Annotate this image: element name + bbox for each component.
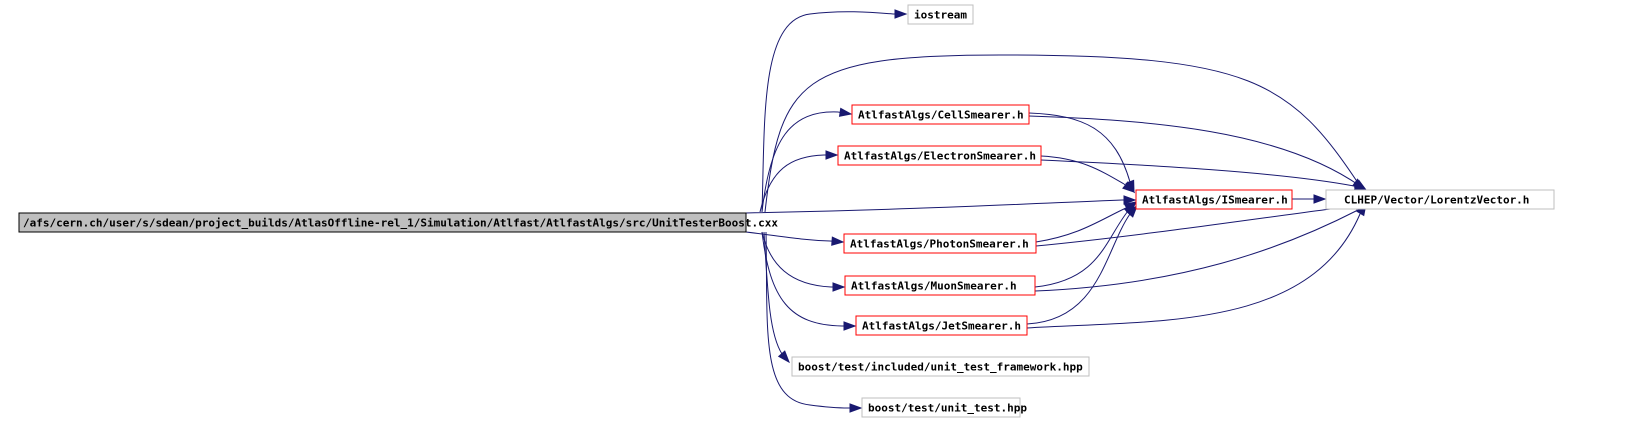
- node-unit-test-framework[interactable]: boost/test/included/unit_test_framework.…: [791, 356, 1090, 377]
- edge-line: [1034, 210, 1129, 288]
- edge-line: [764, 54, 1361, 213]
- edge-electronsmearer-to-lorentzvector: [1040, 159, 1368, 191]
- node-electronsmearer-box: [837, 145, 1042, 166]
- node-cellsmearer-box: [851, 104, 1030, 125]
- edge-line: [1026, 213, 1131, 325]
- arrowhead: [894, 9, 908, 19]
- node-root-file-box: [18, 212, 747, 233]
- node-unit-test-framework-box: [791, 356, 1090, 377]
- edge-line: [761, 231, 843, 327]
- edge-root-to-jetsmearer: [761, 231, 857, 331]
- edge-line: [1026, 213, 1361, 329]
- node-muonsmearer[interactable]: AtlfastAlgs/MuonSmearer.h: [844, 275, 1036, 296]
- nodes-layer: /afs/cern.ch/user/s/sdean/project_builds…: [18, 4, 1555, 418]
- edge-line: [761, 11, 894, 213]
- edges-layer: [745, 9, 1370, 413]
- edge-line-tail: [1353, 185, 1356, 187]
- edge-ismearer-to-lorentzvector: [1292, 194, 1327, 204]
- node-jetsmearer[interactable]: AtlfastAlgs/JetSmearer.h: [855, 315, 1028, 336]
- arrowhead: [831, 236, 845, 246]
- edge-line: [1028, 112, 1131, 183]
- node-iostream-label: iostream: [914, 9, 967, 22]
- arrowhead: [1125, 204, 1138, 218]
- node-unit-test-framework-label: boost/test/included/unit_test_framework.…: [798, 361, 1083, 374]
- node-muonsmearer-label: AtlfastAlgs/MuonSmearer.h: [851, 280, 1017, 293]
- edge-line: [1034, 209, 1359, 292]
- edge-line-tail: [1123, 183, 1126, 186]
- edge-line: [765, 231, 849, 409]
- edge-root-to-unit_test_framework: [763, 231, 790, 364]
- node-lorentzvector[interactable]: CLHEP/Vector/LorentzVector.h: [1325, 189, 1555, 210]
- edge-root-to-lorentzvector: [764, 54, 1366, 213]
- node-lorentzvector-box: [1325, 189, 1555, 210]
- node-ismearer-label: AtlfastAlgs/ISmearer.h: [1142, 194, 1288, 207]
- node-unit-test-label: boost/test/unit_test.hpp: [868, 402, 1027, 415]
- edge-root-to-unit_test: [765, 231, 863, 413]
- arrowhead: [832, 282, 846, 292]
- edge-line: [1028, 115, 1361, 187]
- node-unit-test[interactable]: boost/test/unit_test.hpp: [861, 397, 1027, 418]
- node-ismearer[interactable]: AtlfastAlgs/ISmearer.h: [1135, 189, 1293, 210]
- node-lorentzvector-label: CLHEP/Vector/LorentzVector.h: [1344, 194, 1529, 207]
- node-unit-test-box: [861, 397, 1021, 418]
- node-cellsmearer[interactable]: AtlfastAlgs/CellSmearer.h: [851, 104, 1030, 125]
- node-photonsmearer-label: AtlfastAlgs/PhotonSmearer.h: [850, 238, 1029, 251]
- edge-root-to-ismearer: [745, 195, 1137, 214]
- node-jetsmearer-label: AtlfastAlgs/JetSmearer.h: [862, 320, 1021, 333]
- node-iostream[interactable]: iostream: [907, 4, 974, 25]
- arrowhead: [1313, 194, 1327, 204]
- node-photonsmearer-box: [843, 233, 1037, 254]
- node-root-file-label: /afs/cern.ch/user/s/sdean/project_builds…: [23, 217, 778, 230]
- arrowhead: [838, 107, 853, 117]
- edge-line: [761, 111, 839, 213]
- edge-line: [1040, 159, 1355, 187]
- node-cellsmearer-label: AtlfastAlgs/CellSmearer.h: [858, 109, 1024, 122]
- node-electronsmearer[interactable]: AtlfastAlgs/ElectronSmearer.h: [837, 145, 1042, 166]
- edge-line: [745, 199, 1123, 214]
- arrowhead: [849, 403, 863, 413]
- node-photonsmearer[interactable]: AtlfastAlgs/PhotonSmearer.h: [843, 233, 1037, 254]
- node-jetsmearer-box: [855, 315, 1028, 336]
- node-iostream-box: [907, 4, 974, 25]
- edge-line: [763, 231, 783, 355]
- edge-line: [1035, 205, 1355, 247]
- edge-root-to-cellsmearer: [761, 107, 853, 213]
- node-muonsmearer-box: [844, 275, 1036, 296]
- arrowhead: [825, 150, 839, 160]
- node-ismearer-box: [1135, 189, 1293, 210]
- edge-line: [759, 154, 825, 213]
- edge-muonsmearer-to-lorentzvector: [1034, 202, 1370, 292]
- edge-root-to-iostream: [761, 9, 908, 213]
- edge-root-to-electronsmearer: [759, 150, 839, 213]
- edge-line: [1040, 155, 1125, 185]
- edge-photonsmearer-to-ismearer: [1035, 201, 1138, 243]
- edge-jetsmearer-to-ismearer: [1026, 204, 1138, 325]
- node-root-file[interactable]: /afs/cern.ch/user/s/sdean/project_builds…: [18, 212, 778, 233]
- edge-root-to-photonsmearer: [745, 231, 845, 246]
- arrowhead: [777, 350, 790, 364]
- edge-line: [1035, 207, 1127, 243]
- edge-jetsmearer-to-lorentzvector: [1026, 202, 1367, 329]
- arrowhead: [843, 321, 857, 331]
- edge-electronsmearer-to-ismearer: [1040, 155, 1136, 193]
- edge-line: [745, 231, 831, 242]
- edge-muonsmearer-to-ismearer: [1034, 202, 1137, 288]
- node-electronsmearer-label: AtlfastAlgs/ElectronSmearer.h: [844, 150, 1036, 163]
